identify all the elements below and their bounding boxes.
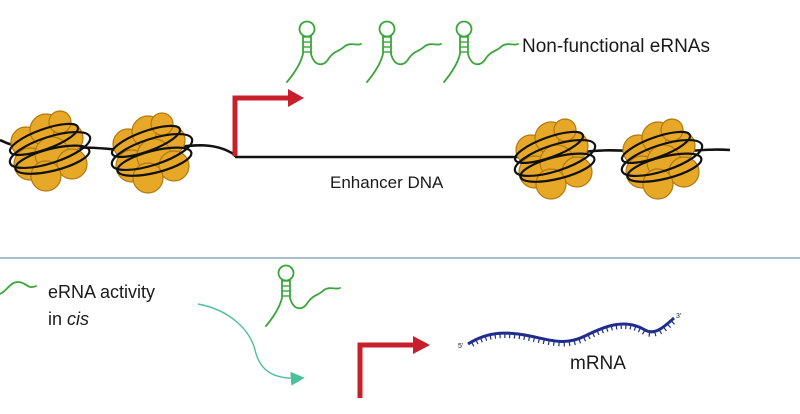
mrna-base-tick [489, 334, 492, 340]
mrna-base-tick [552, 340, 555, 346]
promoter-arrow-icon [357, 336, 430, 398]
erna-hairpin-icon [286, 20, 362, 83]
mrna-base-tick [605, 326, 609, 332]
mrna-base-tick [470, 341, 475, 347]
mrna-base-tick [610, 325, 613, 331]
mrna-base-tick [578, 338, 582, 344]
mrna-base-tick [475, 339, 479, 345]
mrna-base-tick [484, 335, 488, 341]
mrna-base-tick [494, 333, 497, 339]
nucleosome-icon [4, 109, 96, 193]
mrna-base-tick [532, 336, 536, 342]
mrna-base-tick [653, 331, 657, 337]
cis-word: cis [67, 309, 89, 329]
erna-activity-label: eRNA activity [48, 282, 155, 302]
mrna-base-tick [670, 320, 675, 325]
mrna-base-tick [666, 323, 672, 329]
mrna-base-tick [513, 333, 516, 339]
promoter-arrow-icon [232, 89, 304, 156]
mrna-base-tick [658, 329, 663, 335]
mrna-base-tick [587, 334, 591, 340]
mrna-base-tick [582, 336, 587, 342]
mrna-base-tick [662, 326, 667, 332]
nucleosome-icon [509, 117, 601, 201]
nucleosome-icon [106, 111, 198, 195]
five-prime-label: 5' [458, 343, 463, 350]
erna-hairpin-icon [265, 264, 341, 327]
mrna-base-tick [596, 330, 600, 336]
mrna-base-tick [518, 334, 521, 340]
mrna-base-tick [542, 338, 545, 345]
cis-activity-arrow [197, 303, 305, 386]
mrna-strand [467, 316, 675, 347]
erna-hairpin-icon [366, 20, 442, 83]
mrna-base-tick [615, 324, 618, 330]
mrna-base-tick [591, 332, 596, 338]
three-prime-label: 3' [676, 313, 681, 320]
non-functional-erna-label: Non-functional eRNAs [522, 36, 710, 57]
mrna-base-tick [601, 328, 604, 334]
mrna-base-tick [537, 337, 541, 344]
mrna-base-tick [523, 334, 526, 341]
mrna-base-tick [479, 337, 483, 343]
in-cis-label: in cis [48, 309, 89, 329]
mrna-base-tick [573, 339, 576, 346]
mrna-base-tick [633, 325, 637, 331]
mrna-base-tick [648, 331, 651, 337]
mrna-base-tick [547, 339, 550, 346]
mrna-base-tick [641, 329, 646, 335]
nucleosome-icon [616, 117, 708, 201]
mrna-base-tick [528, 335, 531, 341]
enhancer-dna-label: Enhancer DNA [330, 173, 444, 192]
erna-hairpin-icon [443, 20, 519, 83]
mrna-base-tick [637, 327, 642, 333]
mrna-base-tick [568, 340, 571, 347]
in-word: in [48, 309, 62, 329]
mrna-label: mRNA [570, 353, 626, 374]
erna-legend-icon [0, 281, 37, 295]
mrna-base-tick [629, 324, 632, 330]
